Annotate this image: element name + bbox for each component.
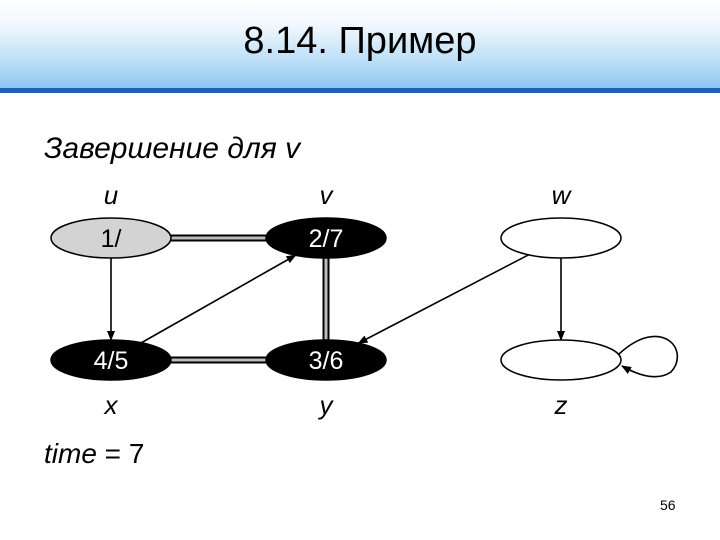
vertex-y-shape	[265, 339, 387, 381]
vertex-u: 1/	[50, 217, 172, 259]
vertex-y-value: 3/6	[309, 347, 344, 375]
title-bar	[0, 0, 720, 92]
vertex-v: 2/7	[265, 217, 387, 259]
slide-title: 8.14. Пример	[243, 20, 477, 62]
edge-w-y	[357, 254, 529, 344]
time-counter: time = 7	[44, 438, 144, 470]
edge-z-z	[618, 335, 679, 378]
vertex-z	[500, 339, 622, 381]
vertex-y: 3/6	[265, 339, 387, 381]
time-value: = 7	[96, 438, 145, 469]
vertex-w-shape	[500, 217, 622, 259]
vertex-v-value: 2/7	[309, 225, 344, 253]
time-variable: time	[44, 438, 97, 469]
vertex-label-x: x	[104, 390, 118, 420]
vertex-label-v: v	[319, 180, 333, 210]
vertex-u-value: 1/	[101, 225, 122, 253]
title-underline	[0, 88, 720, 93]
edge-x-v	[140, 254, 297, 344]
vertex-u-shape	[50, 217, 172, 259]
vertex-w	[500, 217, 622, 259]
vertex-z-shape	[500, 339, 622, 381]
vertex-x-shape	[50, 339, 172, 381]
slide-subtitle: Завершение для v	[44, 132, 301, 165]
vertex-v-shape	[265, 217, 387, 259]
vertex-x: 4/5	[50, 339, 172, 381]
vertex-label-y: y	[319, 390, 333, 420]
vertex-label-u: u	[103, 180, 119, 210]
vertex-x-value: 4/5	[94, 347, 129, 375]
page-number: 56	[660, 497, 676, 513]
vertex-label-z: z	[554, 390, 568, 420]
vertex-label-w: w	[551, 180, 571, 210]
